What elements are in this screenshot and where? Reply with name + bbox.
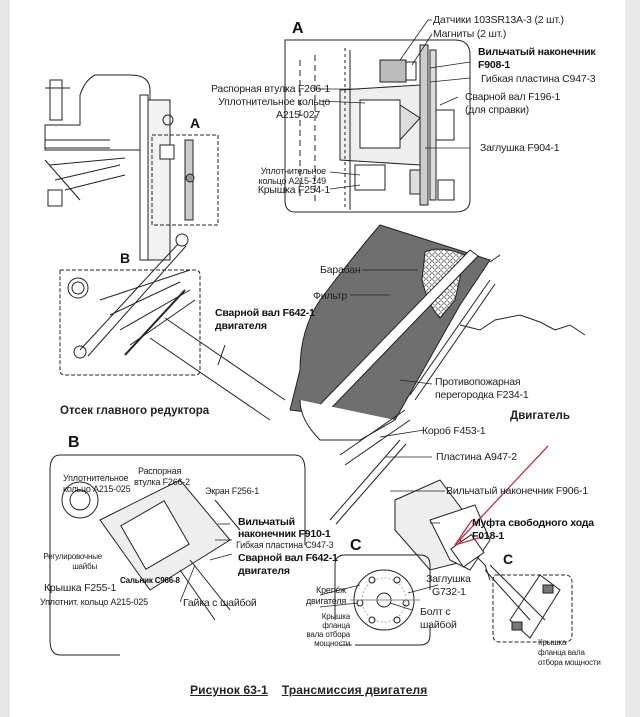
label-yoke-b-1: Вильчатый [238, 516, 295, 528]
label-mount-2: двигателя [305, 596, 346, 606]
label-duct: Короб F453-1 [422, 425, 486, 437]
engine-label: Двигатель [510, 410, 570, 422]
detail-c-small-frame [484, 564, 573, 643]
label-cover-cs-3: отбора мощности [538, 658, 601, 667]
label-engine-shaft-2: двигателя [215, 320, 267, 332]
label-cover-a: Крышка F254-1 [257, 184, 330, 196]
label-seal-b-1: Уплотнительное [63, 473, 129, 483]
label-cover-b: Крышка F255-1 [44, 582, 117, 594]
label-firewall-2: перегородка F234-1 [435, 389, 529, 401]
detail-b-small-letter: B [120, 250, 131, 266]
label-yoke-b-2: наконечник F910-1 [238, 528, 331, 540]
overview-gearbox-drawing [44, 74, 219, 357]
label-screen-b: Экран F256-1 [205, 486, 260, 496]
label-freewheel-1: Муфта свободного хода [472, 517, 594, 529]
detail-b-letter: B [68, 434, 80, 451]
label-yoke-a-1: Вильчатый наконечник [478, 46, 596, 58]
label-freewheel-2: F018-1 [472, 530, 505, 542]
label-drum: Барабан [320, 264, 361, 276]
label-filter: Фильтр [313, 290, 348, 302]
gearbox-bay-label: Отсек главного редуктора [60, 405, 210, 417]
label-spacer-a: Распорная втулка F266-1 [210, 83, 330, 95]
drum-filter-drawing [289, 224, 586, 441]
label-plug-a: Заглушка F904-1 [480, 142, 560, 154]
label-shims-1: Регулировочные [43, 552, 102, 561]
label-seal-b-2: кольцо A215-025 [63, 484, 131, 494]
label-shims-2: шайбы [72, 562, 97, 571]
label-cover-c-4: мощности [314, 639, 350, 648]
page-right-border [625, 0, 640, 717]
red-annotation-arrow [454, 445, 549, 546]
label-plug-c-2: G732-1 [432, 586, 466, 598]
engine-shaft-drawing [149, 317, 286, 421]
label-shaft-b-2: двигателя [238, 565, 290, 577]
label-spacer-b-1: Распорная [138, 466, 182, 476]
label-seal-a-1: Уплотнительное кольцо [218, 96, 330, 108]
label-spacer-b-2: втулка F266-2 [134, 477, 190, 487]
detail-a-letter: A [292, 20, 304, 37]
label-nut-b: Гайка с шайбой [183, 597, 257, 609]
label-engine-shaft-1: Сварной вал F642-1 [215, 307, 315, 319]
caption-title: Трансмиссия двигателя [281, 683, 428, 697]
label-sensors: Датчики 103SR13A-3 (2 шт.) [433, 14, 564, 26]
label-cover-cs-2: фланца вала [538, 648, 585, 657]
label-mount-1: Крепёж [316, 585, 346, 595]
label-oil-seal-b: Сальник C966-8 [120, 576, 180, 585]
label-flex-plate-b: Гибкая пластина C947-3 [236, 540, 334, 550]
detail-c-frame [334, 554, 431, 646]
detail-c-letter: C [350, 537, 362, 554]
label-welded-shaft-a-2: (для справки) [465, 104, 529, 116]
detail-a-frame [284, 39, 471, 213]
label-bolt-c-1: Болт с [420, 606, 451, 618]
label-welded-shaft-a-1: Сварной вал F196-1 [465, 91, 561, 103]
label-seal2-a-1: Уплотнительное [260, 166, 327, 176]
label-cover-c-2: фланца [322, 621, 350, 630]
label-yoke-a-2: F908-1 [478, 59, 511, 71]
label-plug-c-1: Заглушка [426, 573, 471, 585]
detail-b-frame [49, 454, 306, 656]
figure-caption: Рисунок 63-1 Трансмиссия двигателя [190, 683, 427, 697]
caption-number: Рисунок 63-1 [190, 683, 268, 697]
label-firewall-1: Противопожарная [435, 376, 521, 388]
label-yoke-main: Вильчатый наконечник F906-1 [446, 485, 588, 497]
label-cover-c-3: вала отбора [306, 630, 350, 639]
label-plate: Пластина A947-2 [436, 451, 517, 463]
label-magnets: Магниты (2 шт.) [433, 28, 507, 40]
label-seal2-a-2: кольцо A215-149 [258, 176, 327, 186]
label-seal-a-2: A215-027 [276, 109, 320, 121]
label-seal-ring-b: Уплотнит. кольцо A215-025 [40, 597, 148, 607]
detail-a-small-letter: A [190, 115, 201, 131]
label-shaft-b-1: Сварной вал F642-1 [238, 552, 338, 564]
label-cover-cs-1: Крышка [538, 638, 567, 647]
label-flex-plate-a: Гибкая пластина C947-3 [481, 73, 596, 85]
label-bolt-c-2: шайбой [420, 619, 457, 631]
detail-c-small-letter: C [503, 551, 514, 567]
detail-b-small-frame [59, 269, 201, 376]
label-cover-c-1: Крышка [321, 612, 350, 621]
leader-lines [179, 19, 471, 646]
